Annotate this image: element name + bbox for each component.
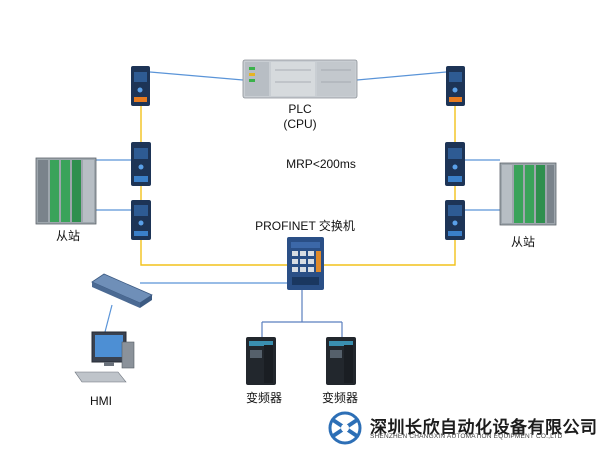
station-left-label: 从站: [55, 229, 81, 243]
plc-label-line2: (CPU): [283, 117, 317, 131]
vfd-right-label: 变频器: [321, 391, 359, 405]
profinet-switch-label: PROFINET 交换机: [255, 219, 355, 233]
converter-left-top: [131, 66, 150, 106]
company-name-cn: 深圳长欣自动化设备有限公司: [370, 418, 598, 437]
vfd-right-device: [326, 337, 356, 385]
drive-links: [261, 290, 343, 337]
hmi-hub-device: [91, 273, 153, 308]
profinet-switch-device: [287, 237, 324, 290]
plc-label: PLC (CPU): [283, 102, 316, 132]
converter-right-mid: [445, 142, 465, 186]
hmi-computer-device: [74, 331, 135, 383]
plc-label-line1: PLC: [288, 102, 312, 116]
converter-left-mid: [131, 142, 151, 186]
station-right-device: [499, 162, 557, 226]
converter-left-low: [131, 200, 151, 240]
vfd-left-label: 变频器: [245, 391, 283, 405]
hmi-label: HMI: [90, 394, 112, 408]
station-left-device: [35, 157, 97, 225]
mrp-ring: [140, 106, 456, 266]
link-plc-right: [356, 71, 447, 81]
company-name-en: SHENZHEN CHANGXIN AUTOMATION EQUIPMENT C…: [370, 433, 563, 440]
converter-right-low: [445, 200, 465, 240]
station-right-label: 从站: [510, 235, 536, 249]
mrp-time-label: MRP<200ms: [286, 157, 356, 171]
ethernet-links: [96, 71, 500, 333]
link-hub-hmi: [104, 304, 113, 333]
link-plc-left: [149, 71, 244, 81]
vfd-left-device: [246, 337, 276, 385]
company-logo-mark: [328, 411, 362, 445]
plc-cpu-device: [242, 59, 358, 99]
converter-right-top: [446, 66, 465, 106]
